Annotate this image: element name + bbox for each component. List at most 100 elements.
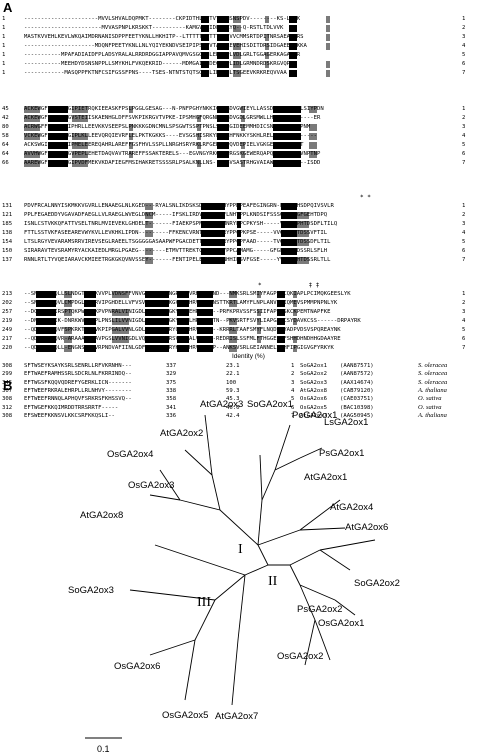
sequence-index: 4 <box>462 230 466 236</box>
sequence-segment: --SNKTKGLQLLSLNDGTMSVKVVPLVDNSFFVNVGDLLQ… <box>24 291 422 298</box>
sequence-text: LTSLRGYVEVARAMSRRVIREVSEGLRAEELTSGGGGGAS… <box>24 239 331 245</box>
sequence-index: 5 <box>462 327 466 333</box>
tree-branch <box>304 619 316 666</box>
identical-residue-shading <box>216 124 229 131</box>
row-start-position: 213 <box>2 291 13 297</box>
sequence-text: ISNLCSTVKKQFATTVSELTNRLMVIEVEKLGHDELT---… <box>24 221 338 227</box>
similar-residue-shading <box>297 212 310 219</box>
similar-residue-shading <box>72 151 89 158</box>
identity-stop: 338 <box>166 387 177 394</box>
similar-residue-shading <box>64 345 73 352</box>
alignment-row: 220--QDQVGGLQLL-ENGNSWVSVRPNDVAFIINLGDFS… <box>0 345 480 352</box>
identical-residue-shading <box>237 212 242 219</box>
identical-residue-shading <box>84 318 97 325</box>
sequence-index: 7 <box>462 70 466 76</box>
sequence-index: 5 <box>462 52 466 58</box>
row-start-position: 131 <box>2 203 13 209</box>
tree-branch <box>319 549 351 571</box>
identity-name: OsGA2ox5 <box>300 404 327 411</box>
sequence-index: 4 <box>462 133 466 139</box>
tree-branch <box>219 509 259 546</box>
identical-residue-shading <box>281 248 298 255</box>
similar-residue-shading <box>309 151 318 158</box>
identical-residue-shading <box>200 52 209 59</box>
sequence-index: 3 <box>462 124 466 130</box>
identical-residue-shading <box>84 291 97 298</box>
similar-residue-shading <box>144 221 153 228</box>
similar-residue-shading <box>64 327 73 334</box>
sequence-text: SIRARAVTEVSRAMYRYACKAIEDLMRGLPGAEG------… <box>24 248 328 254</box>
identical-residue-shading <box>200 16 209 23</box>
row-start-position: 64 <box>2 151 9 157</box>
similar-residue-shading <box>309 106 318 113</box>
sequence-segment: MASTKVVEHLKEVLWKQAIMDRNANISDPPFEETYKNLLH… <box>24 34 422 41</box>
similar-residue-shading <box>196 115 201 122</box>
identical-residue-shading <box>196 291 213 298</box>
identity-num: 4 <box>291 387 295 394</box>
sequence-index: 6 <box>462 248 466 254</box>
tree-leaf-label: AtGA2ox6 <box>345 522 388 533</box>
similar-residue-shading <box>196 124 201 131</box>
sequence-index: 3 <box>462 221 466 227</box>
identity-stop: 341 <box>166 404 177 411</box>
tree-branch <box>154 544 201 561</box>
identity-pct: 45.3 <box>226 396 240 403</box>
alignment-row: 1------------MASQPPFKTNFCSIFGSSFPNS----T… <box>0 70 480 77</box>
row-start-position: 1 <box>2 16 6 22</box>
identity-acc: (AAN87572) <box>340 371 374 378</box>
sequence-index: 6 <box>462 61 466 67</box>
row-start-position: 1 <box>2 25 6 31</box>
similar-residue-shading <box>112 336 129 343</box>
similar-residue-shading <box>265 34 270 41</box>
identical-residue-shading <box>84 309 97 316</box>
scale-bar-label: 0.1 <box>97 744 110 754</box>
identity-acc: (AAX14674) <box>340 379 374 386</box>
tree-branch <box>237 574 246 641</box>
sequence-text: VCKEWGFFQVINHGIPLKLLEEVQRQIEVRFLELPKTKGK… <box>24 133 317 139</box>
sequence-segment: AAREWGFFQVINHGIPVDFMEKVKDAFIEGFMSIHAKRET… <box>24 160 422 167</box>
similar-residue-shading <box>233 25 242 32</box>
row-start-position: 150 <box>2 248 13 254</box>
identical-residue-shading <box>237 203 242 210</box>
tree-leaf-label: AtGA2ox1 <box>304 472 347 483</box>
identical-residue-shading <box>237 257 242 264</box>
sequence-index: 2 <box>462 25 466 31</box>
identical-residue-shading <box>48 142 69 149</box>
identity-pct: 100 <box>226 379 237 386</box>
sequence-text: ----------------------MVVLSHVALDQPMKT---… <box>24 16 301 22</box>
identical-residue-shading <box>281 239 298 246</box>
identity-acc: (CAE03751) <box>340 396 374 403</box>
identity-num: 3 <box>291 379 295 386</box>
row-start-position: 42 <box>2 115 9 121</box>
identical-residue-shading <box>200 212 225 219</box>
similar-residue-shading <box>112 327 129 334</box>
sequence-text: RNNLRTLTYVQEIARAVCKMIEETRGKGKQVNVSSEY---… <box>24 257 331 263</box>
similar-residue-shading <box>196 142 201 149</box>
identical-residue-shading <box>48 106 69 113</box>
identical-residue-shading <box>200 257 225 264</box>
identical-residue-shading <box>289 25 298 32</box>
identity-start: 299 <box>2 371 13 378</box>
tree-leaf-label: PsGA2ox2 <box>297 604 342 615</box>
identity-species: A. thaliana <box>418 386 447 394</box>
sequence-segment: PDVFRCALNNYISKMKKVGVRLLENAAEGLNLKGED---R… <box>24 203 422 210</box>
tree-branch <box>244 564 269 576</box>
identical-residue-shading <box>176 291 189 298</box>
row-start-position: 137 <box>2 257 13 263</box>
tree-branch <box>231 639 239 706</box>
identical-residue-shading <box>237 248 242 255</box>
identical-residue-shading <box>48 160 69 167</box>
similar-residue-shading <box>265 16 270 23</box>
similar-residue-shading <box>233 70 242 77</box>
identical-residue-shading <box>281 230 298 237</box>
sequence-text: PPLFEGAEDDYVGAVADFAEGLLVLRAEGLWVEGLDNCM-… <box>24 212 328 218</box>
alignment-row: 213 --SNKTKGLQLLSLNDGTMSVKVVPLVDNSFFVNVGD… <box>0 291 480 298</box>
tree-branch <box>257 544 269 566</box>
sequence-segment: FTTLSSTVKFASEEAREVWYKVLLEVKHKLIPDN------… <box>24 230 422 237</box>
sequence-index: 2 <box>462 212 466 218</box>
sequence-segment: -----------------------MVVASPNPLKRSKKT--… <box>24 25 422 32</box>
identity-pct: 59.3 <box>226 387 240 394</box>
